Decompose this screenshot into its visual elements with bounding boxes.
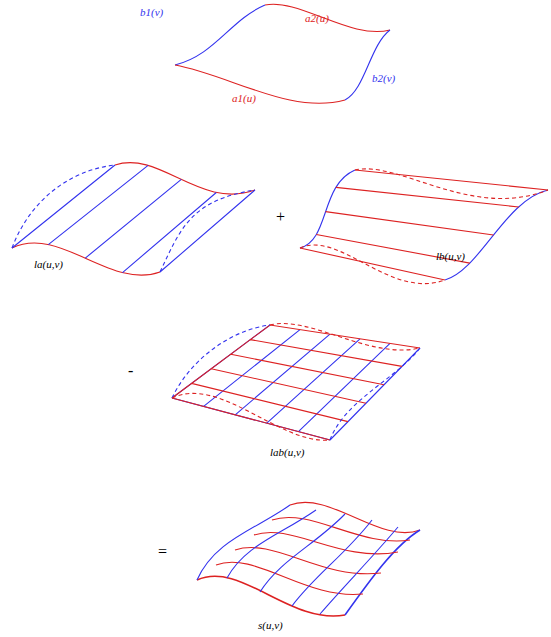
surface-label: lab(u,v) (270, 446, 305, 458)
boundary-curve (265, 4, 390, 31)
operator-sign: - (128, 362, 133, 380)
curve-label: b1(v) (140, 6, 163, 18)
dashed-curve (160, 190, 255, 272)
boundary-curve (290, 502, 420, 532)
dashed-curve (355, 169, 548, 199)
boundary-curve (115, 163, 255, 195)
ruling-line (300, 170, 548, 280)
grid-line (172, 325, 420, 440)
grid-line (227, 510, 398, 614)
dashed-curve (330, 348, 420, 440)
boundary-curve (445, 190, 548, 280)
boundary-curve (345, 530, 420, 615)
curve-label: a2(u) (305, 12, 329, 24)
curve-label: a1(u) (232, 92, 256, 104)
boundary-curve (175, 5, 265, 65)
boundary-curve (197, 505, 290, 580)
dashed-curve (270, 324, 420, 351)
dashed-curve (300, 245, 445, 284)
boundary-curve (175, 65, 345, 103)
dashed-curve (12, 165, 115, 248)
surface-label: s(u,v) (258, 619, 283, 631)
dashed-curve (172, 325, 270, 398)
curve-label: b2(v) (372, 72, 395, 84)
dashed-curve (172, 393, 330, 440)
surface-label: lb(u,v) (436, 250, 465, 262)
grid-line (172, 325, 420, 440)
ruling-line (12, 165, 255, 273)
operator-sign: = (158, 543, 167, 561)
boundary-curve (345, 30, 390, 100)
operator-sign: + (276, 208, 285, 226)
surface-label: la(u,v) (34, 258, 63, 270)
